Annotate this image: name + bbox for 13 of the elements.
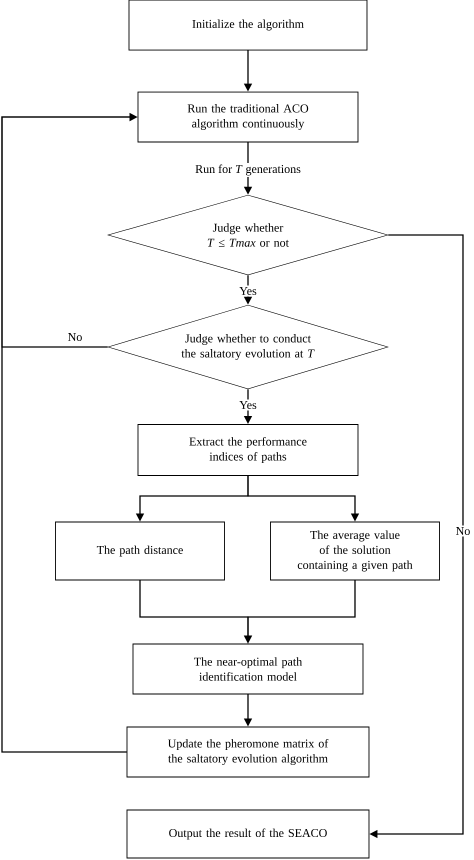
process-box: Extract the performance indices of paths: [138, 424, 358, 476]
process-box: Update the pheromone matrix of the saltatory evolution algorithm: [126, 726, 370, 778]
process-box: Output the result of the SEACO: [126, 810, 370, 858]
edge-label: Yes: [238, 286, 258, 296]
process-box: The path distance: [55, 522, 225, 580]
process-box: The near-optimal path identification model: [132, 644, 364, 694]
edge-label: Run for T generations: [194, 163, 302, 178]
edge-label: No: [66, 332, 84, 342]
process-box: The average value of the solution containing a given path: [270, 522, 440, 580]
process-box: Initialize the algorithm: [128, 0, 368, 50]
edge-label: No: [454, 526, 472, 536]
process-box: Run the traditional ACO algorithm continuously: [138, 92, 358, 142]
edge-label: Yes: [238, 400, 258, 410]
